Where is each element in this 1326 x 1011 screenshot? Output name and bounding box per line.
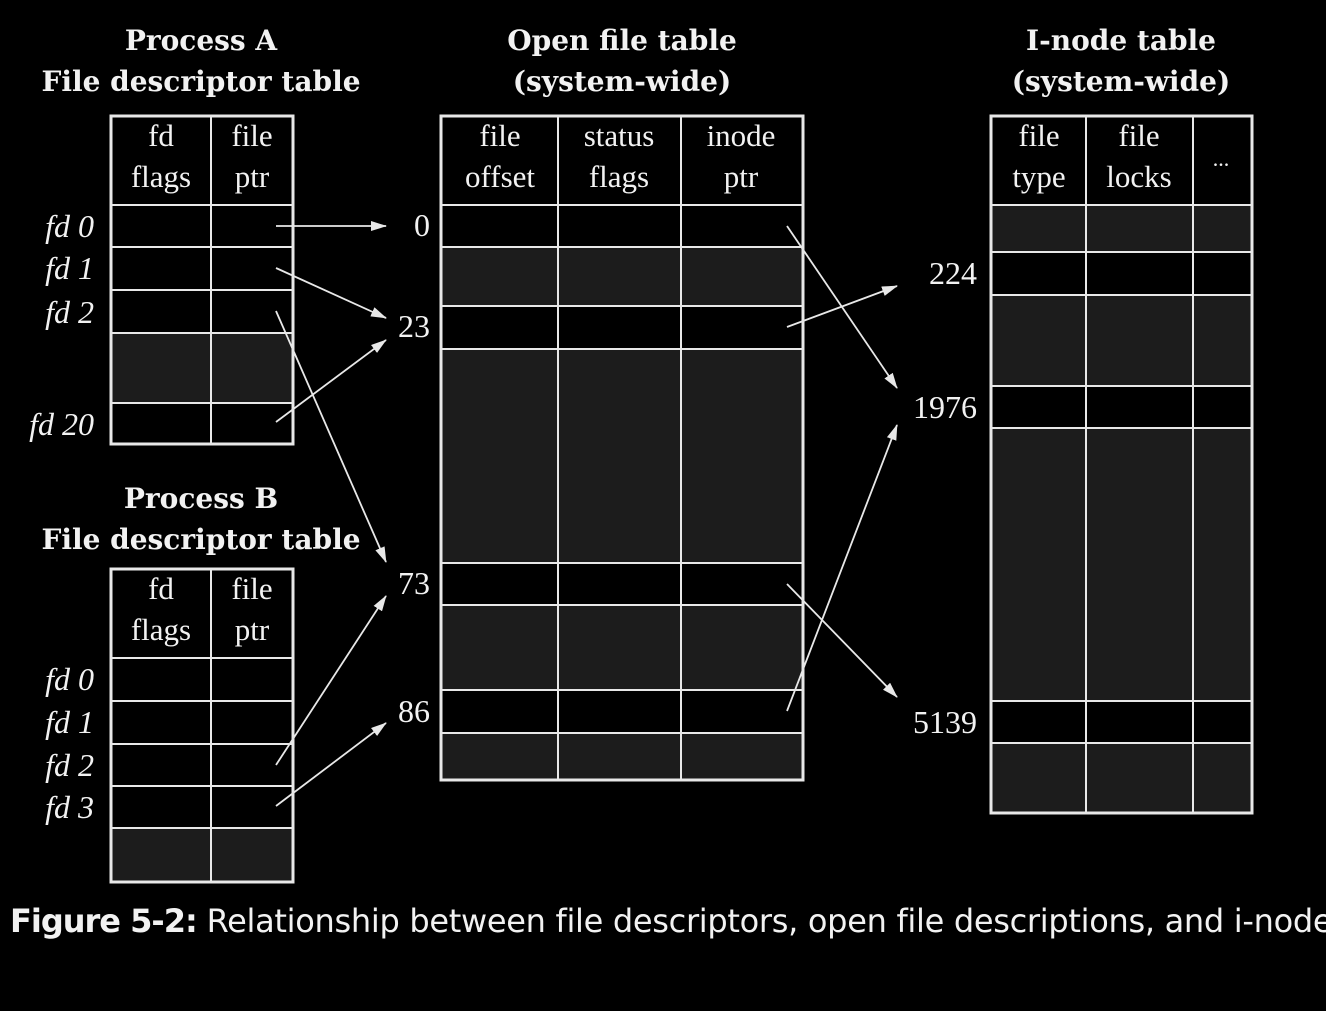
inode-shaded-gap — [991, 295, 1252, 386]
process-a-fd-label: fd 0 — [45, 208, 94, 244]
inode-table: file type file locks ... — [989, 114, 1254, 815]
inode-shaded-gap — [991, 428, 1252, 701]
figure-caption: Figure 5-2: Relationship between file de… — [10, 902, 1326, 940]
open-file-col1-header-line1: file — [479, 118, 520, 153]
open-file-shaded-gap — [441, 349, 803, 563]
inode-shaded-gap — [991, 743, 1252, 813]
process-a-fd-label: fd 2 — [45, 294, 94, 330]
process-b-col1-header-line2: flags — [131, 612, 191, 647]
inode-entry-label: 224 — [929, 255, 977, 291]
process-a-group: Process A File descriptor table fd flags… — [29, 24, 361, 446]
process-a-title: Process A — [125, 24, 279, 57]
arrow-86-to-1976 — [786, 424, 898, 712]
open-file-entry-label: 23 — [398, 308, 430, 344]
process-b-col1-header-line1: fd — [148, 571, 174, 606]
open-file-entry-label: 73 — [398, 565, 430, 601]
open-file-col3-header-line1: inode — [707, 118, 776, 153]
arrow-b-fd3-to-86 — [275, 722, 387, 807]
process-b-subtitle: File descriptor table — [41, 523, 360, 556]
open-file-table: file offset status flags inode ptr — [439, 114, 805, 782]
process-b-group: Process B File descriptor table fd flags… — [41, 482, 361, 884]
process-b-fd-label: fd 0 — [45, 661, 94, 697]
open-file-entry-label: 0 — [414, 207, 430, 243]
process-b-fd-label: fd 1 — [45, 704, 94, 740]
process-a-table-border — [109, 114, 295, 446]
open-file-table-subtitle: (system-wide) — [513, 65, 731, 98]
process-b-fd-label: fd 3 — [45, 789, 94, 825]
process-a-col1-header-line1: fd — [148, 118, 174, 153]
figure-caption-text: Relationship between file descriptors, o… — [196, 902, 1326, 940]
process-a-col2-header-line2: ptr — [235, 159, 270, 194]
process-b-col2-header-line1: file — [231, 571, 272, 606]
process-b-title: Process B — [124, 482, 278, 515]
arrow-a-fd20-to-23 — [275, 339, 387, 423]
inode-entry-label: 5139 — [913, 704, 977, 740]
inode-shaded-gap — [991, 205, 1252, 252]
figure-caption-label: Figure 5-2: — [10, 902, 198, 940]
inode-col1-header-line2: type — [1012, 159, 1065, 194]
open-file-col1-header-line2: offset — [465, 159, 535, 194]
arrow-73-to-5139 — [786, 583, 898, 698]
open-file-shaded-gap — [441, 605, 803, 690]
open-file-entry-label: 86 — [398, 693, 430, 729]
inode-table-border — [989, 114, 1254, 815]
process-b-shaded-gap — [111, 828, 293, 882]
open-file-shaded-gap — [441, 733, 803, 780]
inode-table-group: I-node table (system-wide) file type fil… — [913, 24, 1254, 815]
arrow-23-to-224 — [786, 285, 898, 328]
process-b-table: fd flags file ptr — [109, 567, 295, 884]
inode-col2-header-line1: file — [1118, 118, 1159, 153]
inode-table-title: I-node table — [1026, 24, 1216, 57]
process-b-table-border — [109, 567, 295, 884]
arrow-b-fd2-to-73 — [275, 595, 387, 766]
process-a-fd-label: fd 1 — [45, 250, 94, 286]
process-a-col1-header-line2: flags — [131, 159, 191, 194]
arrow-a-fd1-to-23 — [275, 267, 387, 319]
open-file-col3-header-line2: ptr — [724, 159, 759, 194]
open-file-col2-header-line1: status — [584, 118, 655, 153]
open-file-table-border — [439, 114, 805, 782]
process-a-subtitle: File descriptor table — [41, 65, 360, 98]
open-file-table-group: Open file table (system-wide) file offse… — [398, 24, 805, 782]
inode-table-subtitle: (system-wide) — [1012, 65, 1230, 98]
arrow-a-fd2-to-73 — [275, 310, 387, 563]
open-file-table-title: Open file table — [507, 24, 737, 57]
inode-entry-label: 1976 — [913, 389, 977, 425]
inode-col2-header-line2: locks — [1106, 159, 1171, 194]
process-b-col2-header-line2: ptr — [235, 612, 270, 647]
inode-col1-header-line1: file — [1018, 118, 1059, 153]
open-file-col2-header-line2: flags — [589, 159, 649, 194]
process-a-table: fd flags file ptr — [109, 114, 295, 446]
process-a-fd-label: fd 20 — [29, 406, 94, 442]
open-file-shaded-gap — [441, 247, 803, 306]
process-a-col2-header-line1: file — [231, 118, 272, 153]
pointer-arrows — [275, 221, 898, 807]
process-a-shaded-gap — [111, 333, 293, 403]
process-b-fd-label: fd 2 — [45, 747, 94, 783]
inode-col3-header-ellipsis: ... — [1213, 146, 1230, 171]
